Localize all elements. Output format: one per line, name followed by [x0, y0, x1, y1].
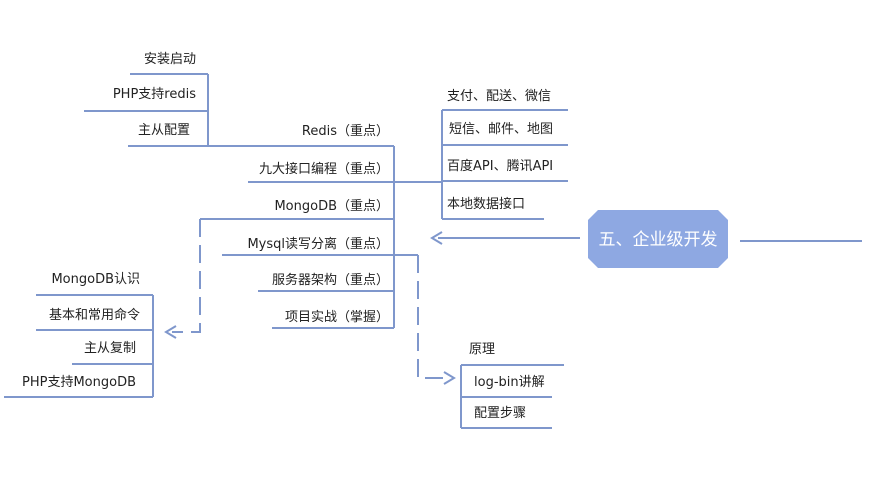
mongodb-child-2[interactable]: 主从复制 [84, 341, 136, 356]
redis-child-0[interactable]: 安装启动 [144, 52, 196, 67]
api-child-0[interactable]: 支付、配送、微信 [447, 89, 551, 104]
mysql-child-0[interactable]: 原理 [469, 342, 495, 357]
central-topic-label: 五、企业级开发 [599, 230, 718, 250]
mongodb-child-1[interactable]: 基本和常用命令 [49, 307, 140, 323]
mysql-arrow-head [443, 371, 456, 385]
central-topic-shape [588, 210, 728, 268]
branch-redis[interactable]: Redis（重点） [302, 123, 389, 139]
mongodb-child-0[interactable]: MongoDB认识 [51, 272, 140, 287]
branch-api[interactable]: 九大接口编程（重点） [259, 161, 389, 177]
mysql-dashed-connector [417, 255, 448, 379]
redis-child-2[interactable]: 主从配置 [138, 123, 190, 138]
redis-child-1[interactable]: PHP支持redis [113, 87, 196, 102]
api-child-3[interactable]: 本地数据接口 [447, 196, 525, 212]
mysql-child-1[interactable]: log-bin讲解 [474, 375, 545, 390]
mysql-child-2[interactable]: 配置步骤 [474, 406, 526, 421]
central-arrow-head [430, 231, 443, 245]
mongodb-dashed-connector [172, 219, 201, 333]
api-child-1[interactable]: 短信、邮件、地图 [449, 122, 553, 137]
mongodb-child-3[interactable]: PHP支持MongoDB [22, 375, 136, 390]
api-child-2[interactable]: 百度API、腾讯API [447, 158, 553, 174]
branch-architecture[interactable]: 服务器架构（重点） [272, 272, 389, 288]
branch-mongodb[interactable]: MongoDB（重点） [274, 198, 389, 214]
central-topic-node[interactable]: 五、企业级开发 [588, 210, 728, 268]
branch-project[interactable]: 项目实战（掌握） [285, 310, 389, 325]
branch-mysql[interactable]: Mysql读写分离（重点） [247, 236, 389, 252]
mongodb-arrow-head [164, 325, 177, 339]
